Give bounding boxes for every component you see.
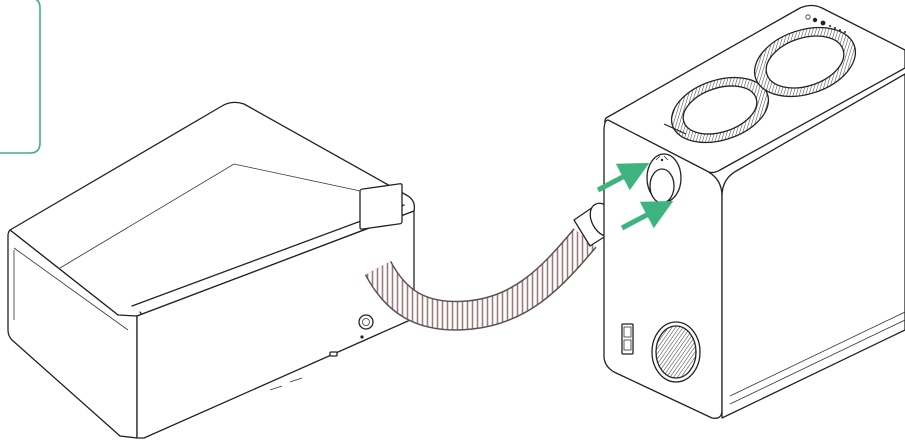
power-button-icon (359, 315, 373, 329)
bottom-vent (656, 326, 696, 378)
callout-box (0, 0, 40, 153)
usb-port-icon (330, 352, 337, 356)
left-device (8, 102, 414, 438)
inlet-port (647, 154, 681, 203)
